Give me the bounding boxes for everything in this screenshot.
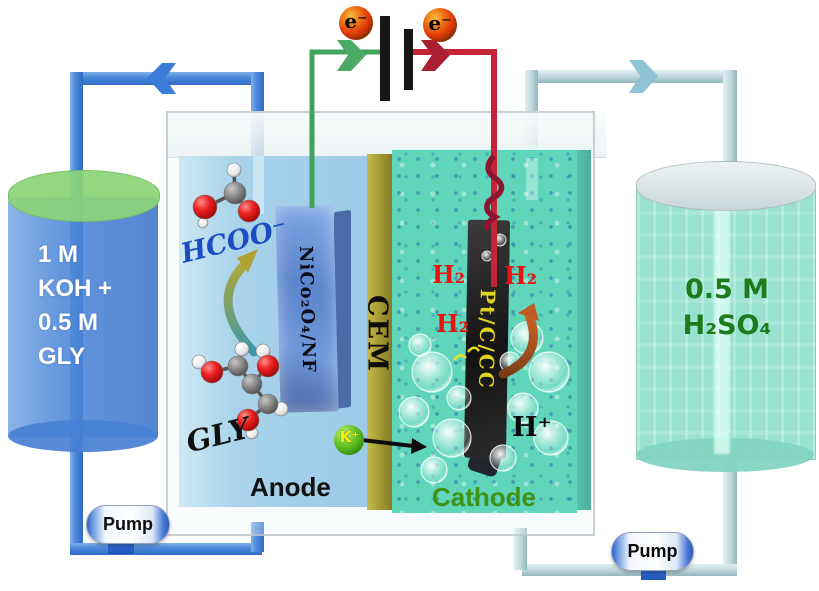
battery-long-plate-icon: [380, 16, 390, 101]
anode-inlet-hint: [253, 156, 264, 214]
left-reservoir-label: 1 M KOH + 0.5 M GLY: [38, 238, 148, 374]
right-reservoir-label-line2: H₂SO₄: [682, 310, 772, 341]
proton-label: H⁺: [512, 412, 552, 443]
left-reservoir-label-line1: 1 M: [38, 241, 79, 268]
cathode-label: Cathode: [432, 482, 536, 512]
left-reservoir-label-line3: 0.5 M: [38, 309, 99, 336]
left-circuit-top-tube: [70, 72, 264, 85]
cation-exchange-membrane: [367, 154, 392, 510]
right-reservoir-streak: [714, 192, 730, 454]
h2-label-2: H₂: [436, 309, 470, 338]
left-pump: Pump: [86, 505, 170, 544]
right-pump-label: Pump: [627, 541, 678, 561]
cathode-electrode-label: Pt/C/CC: [474, 288, 500, 390]
electron-label-right: e⁻: [428, 11, 452, 35]
left-reservoir-body: [8, 197, 158, 437]
left-reservoir-label-line4: GLY: [38, 343, 86, 370]
right-circuit-cell-inlet-tube: [514, 528, 527, 570]
left-reservoir-cap: [8, 170, 160, 222]
cathode-electrode: Pt/C/CC: [463, 219, 511, 459]
membrane-label: CEM: [361, 295, 393, 373]
h2-label-1: H₂: [432, 260, 466, 289]
cathode-side-face: [577, 150, 591, 510]
left-reservoir-label-line2: KOH +: [38, 275, 113, 302]
right-pump: Pump: [611, 532, 694, 571]
anode-label: Anode: [250, 472, 331, 502]
current-arrow-red-icon: [421, 40, 450, 71]
current-arrow-green-icon: [337, 40, 366, 71]
potassium-ion-label: K⁺: [339, 428, 360, 446]
right-circuit-top-tube: [532, 70, 736, 83]
battery-short-plate-icon: [404, 29, 413, 90]
right-reservoir-label: 0.5 M H₂SO₄: [652, 272, 802, 344]
right-reservoir-cap: [636, 161, 816, 211]
left-circuit-cell-outlet-tube: [251, 522, 264, 552]
left-reservoir-bottom: [8, 420, 158, 452]
cathode-outlet-hint: [526, 158, 538, 200]
h2-label-3: H₂: [504, 261, 538, 290]
right-reservoir-label-line1: 0.5 M: [684, 274, 770, 305]
electron-label-left: e⁻: [344, 9, 368, 33]
left-pump-label: Pump: [102, 514, 153, 534]
left-circuit-bottom-tube: [70, 543, 262, 555]
